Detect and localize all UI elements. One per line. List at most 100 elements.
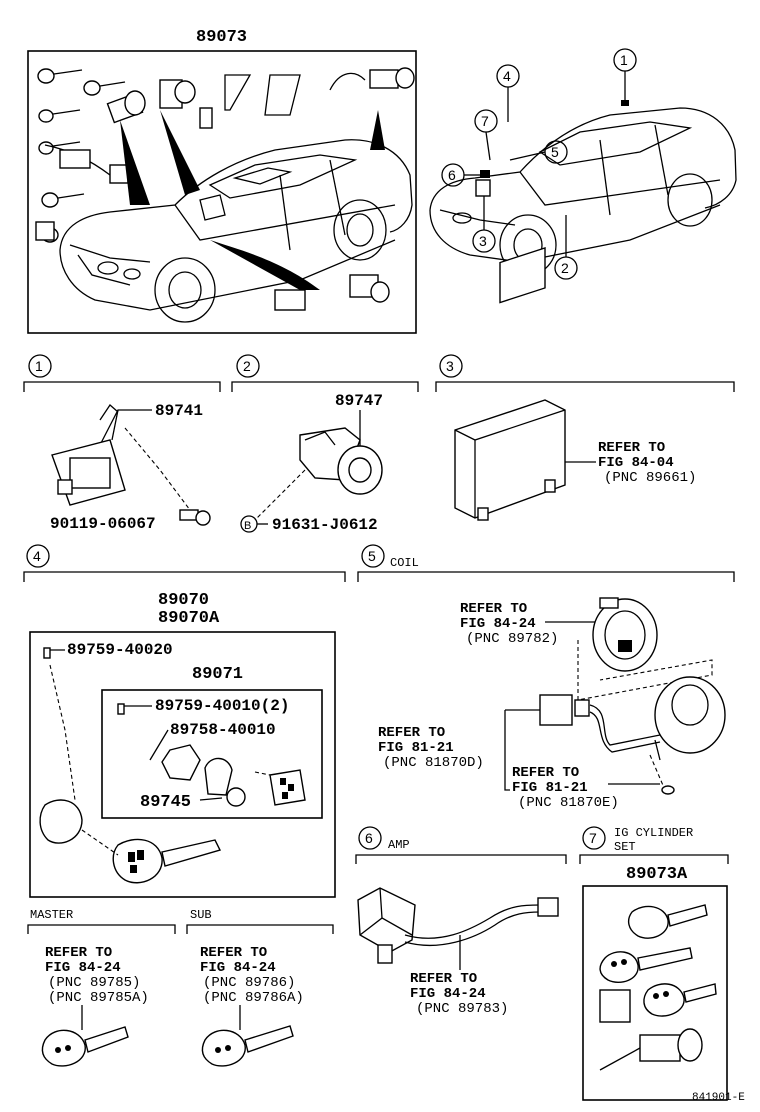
sec5-ref3-line2: FIG 81-21 <box>512 780 588 796</box>
sub-ref-line1: REFER TO <box>200 945 267 961</box>
locator-callout-7: 7 <box>474 109 498 161</box>
section-7: 7 IG CYLINDER SET 89073A <box>579 826 729 1101</box>
coil-harness-illustration <box>539 676 726 795</box>
svg-text:7: 7 <box>589 830 597 846</box>
locator-callouts: 1 4 7 5 6 <box>441 48 637 280</box>
ref-mark-b: B <box>240 515 258 533</box>
svg-text:4: 4 <box>503 68 511 84</box>
sec3-ref-line3: (PNC 89661) <box>604 470 696 486</box>
svg-text:1: 1 <box>35 358 43 374</box>
sec6-ref-line3: (PNC 89783) <box>416 1001 508 1017</box>
master-ref-line2: FIG 84-24 <box>45 960 121 976</box>
key-assembly-frame <box>29 631 336 898</box>
sub-ref-line3: (PNC 89786) <box>203 975 295 991</box>
sec6-ref-line1: REFER TO <box>410 971 477 987</box>
locator-panel: 1 4 7 5 6 <box>429 48 737 280</box>
section-master: MASTER REFER TO FIG 84-24 (PNC 89785) (P… <box>27 908 176 1067</box>
section-3-bracket <box>435 381 735 392</box>
part-89073A: 89073A <box>626 865 688 884</box>
amplifier-illustration <box>357 887 559 964</box>
section-4: 4 89070 89070A 89759-40020 89071 89759-4… <box>23 544 346 898</box>
section-5-number: 5 <box>361 544 385 568</box>
transmitter-frame <box>101 689 323 819</box>
switch-illustration <box>299 427 383 495</box>
sub-ref-line2: FIG 84-24 <box>200 960 276 976</box>
sec5-ref1-line2: FIG 84-24 <box>460 616 536 632</box>
sec5-title: COIL <box>390 556 419 570</box>
part-89745: 89745 <box>140 793 191 812</box>
svg-text:6: 6 <box>365 830 373 846</box>
section-4-number: 4 <box>26 544 50 568</box>
locator-callout-4: 4 <box>496 64 520 122</box>
locator-callout-3: 3 <box>472 179 496 253</box>
part-89070: 89070 <box>158 591 209 610</box>
locator-callout-6: 6 <box>441 163 490 187</box>
section-5: 5 COIL REFER TO FIG 84-24 (PNC 89782) RE… <box>357 544 735 811</box>
sec3-ref-line1: REFER TO <box>598 440 665 456</box>
master-key-illustration <box>41 1026 129 1067</box>
key-fob-illustration <box>39 799 222 884</box>
section-3: 3 REFER TO FIG 84-04 (PNC 89661) <box>435 246 735 521</box>
section-sub: SUB REFER TO FIG 84-24 (PNC 89786) (PNC … <box>186 908 334 1067</box>
sec5-ref2-line3: (PNC 81870D) <box>383 755 484 771</box>
part-91631-J0612: 91631-J0612 <box>272 516 378 534</box>
car-illustration-locator <box>429 107 737 276</box>
key-set-illustration <box>35 68 126 243</box>
section-2-number: 2 <box>236 354 260 378</box>
sec6-title: AMP <box>388 838 410 852</box>
sub-title: SUB <box>190 908 212 922</box>
sub-ref-line4: (PNC 89786A) <box>203 990 304 1006</box>
svg-text:1: 1 <box>620 52 628 68</box>
locator-callout-5: 5 <box>509 140 568 164</box>
section-2: 2 89747 B 91631-J0612 <box>231 354 419 534</box>
section-3-number: 3 <box>439 354 463 378</box>
master-bracket <box>27 924 176 934</box>
section-1-bracket <box>23 381 221 392</box>
main-part-number: 89073 <box>196 28 247 47</box>
section-6-number: 6 <box>358 826 382 850</box>
master-ref-line3: (PNC 89785) <box>48 975 140 991</box>
svg-text:5: 5 <box>551 144 559 160</box>
master-ref-line1: REFER TO <box>45 945 112 961</box>
section-1: 1 89741 90119-06067 <box>23 354 221 533</box>
part-89070A: 89070A <box>158 609 220 628</box>
sec5-ref1-line1: REFER TO <box>460 601 527 617</box>
sec6-ref-line2: FIG 84-24 <box>410 986 486 1002</box>
section-5-bracket <box>357 571 735 582</box>
svg-text:6: 6 <box>448 167 456 183</box>
sec5-ref3-line1: REFER TO <box>512 765 579 781</box>
bolt-illustration <box>179 509 211 526</box>
part-89071: 89071 <box>192 665 243 684</box>
section-1-number: 1 <box>28 354 52 378</box>
svg-text:2: 2 <box>243 358 251 374</box>
main-assembly-frame <box>27 50 417 334</box>
part-89747: 89747 <box>335 392 383 410</box>
coil-ring-illustration <box>592 597 658 672</box>
sec5-ref2-line1: REFER TO <box>378 725 445 741</box>
part-89759-40010: 89759-40010(2) <box>155 697 289 715</box>
svg-text:3: 3 <box>479 233 487 249</box>
svg-text:3: 3 <box>446 358 454 374</box>
sec5-ref2-line2: FIG 81-21 <box>378 740 454 756</box>
main-assembly-panel: 89073 <box>27 28 417 334</box>
ecu-module-illustration <box>454 246 566 521</box>
sec5-ref3-line3: (PNC 81870E) <box>518 795 619 811</box>
part-90119-06067: 90119-06067 <box>50 515 156 533</box>
section-6-bracket <box>355 854 567 864</box>
master-ref-line4: (PNC 89785A) <box>48 990 149 1006</box>
svg-text:7: 7 <box>481 113 489 129</box>
bracket-module-illustration <box>51 404 126 506</box>
svg-text:2: 2 <box>561 260 569 276</box>
section-4-bracket <box>23 571 346 582</box>
figure-code: 841901-E <box>692 1092 745 1104</box>
section-6: 6 AMP REFER TO FIG 84-24 (PNC 89783) <box>355 826 567 1017</box>
part-89759-40020: 89759-40020 <box>67 641 173 659</box>
svg-text:4: 4 <box>33 548 41 564</box>
lock-cylinder-illustrations <box>44 67 415 311</box>
section-7-number: 7 <box>582 826 606 850</box>
part-89741: 89741 <box>155 402 203 420</box>
sec5-ref1-line3: (PNC 89782) <box>466 631 558 647</box>
part-89758-40010: 89758-40010 <box>170 721 276 739</box>
section-7-bracket <box>579 854 729 864</box>
